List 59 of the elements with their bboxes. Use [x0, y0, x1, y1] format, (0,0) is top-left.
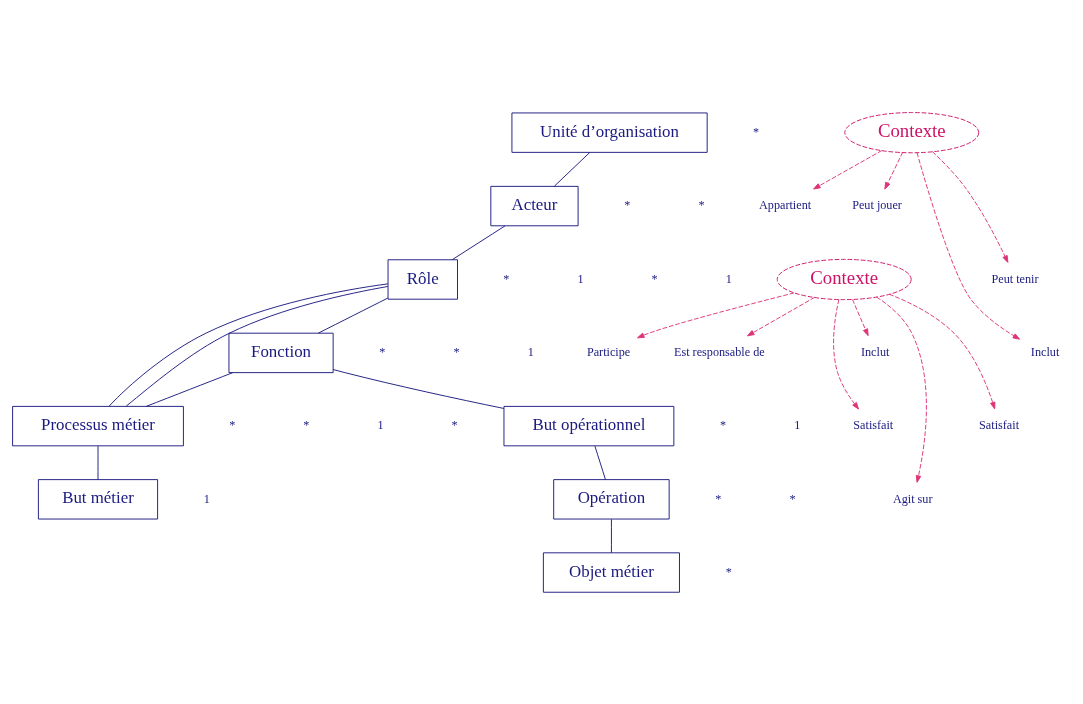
label: *	[698, 197, 705, 212]
node-text: Peut jouer	[852, 197, 902, 212]
node-box: Acteur	[490, 185, 579, 226]
arrow	[876, 296, 927, 483]
label: *	[229, 417, 236, 432]
connector	[97, 445, 99, 480]
node-text: Appartient	[759, 197, 812, 212]
label: 1	[577, 271, 584, 286]
connector	[451, 224, 506, 260]
label: *	[379, 344, 386, 359]
node-box: Opération	[553, 478, 670, 519]
arrow	[833, 298, 860, 409]
arrow	[852, 298, 869, 336]
connector	[610, 518, 612, 553]
arrow	[916, 151, 1021, 340]
label: 1	[725, 271, 732, 286]
label: *	[651, 271, 658, 286]
label: 1	[203, 491, 210, 506]
node-text: Inclut	[860, 344, 890, 359]
node-box: Objet métier	[542, 551, 680, 593]
label: *	[789, 491, 796, 506]
connector	[317, 297, 389, 334]
node-box: Rôle	[387, 258, 458, 300]
label: *	[451, 417, 458, 432]
label: *	[715, 491, 722, 506]
node-text: Inclut	[1030, 344, 1060, 359]
label: *	[624, 197, 631, 212]
arrow	[637, 291, 795, 338]
node-box: Unité d’organisation	[511, 112, 708, 153]
node-box: Fonction	[228, 332, 334, 373]
arrow	[888, 293, 996, 409]
node-text: Satisfait	[853, 417, 894, 432]
label: *	[725, 564, 732, 579]
label: *	[303, 417, 310, 432]
connector	[332, 368, 505, 409]
label: 1	[794, 417, 801, 432]
label: *	[720, 417, 727, 432]
node-ellipse: Contexte	[844, 111, 980, 153]
arrow	[813, 149, 883, 189]
arrow	[931, 150, 1009, 263]
node-text: Participe	[586, 344, 631, 359]
node-box: But opérationnel	[503, 405, 675, 446]
node-text: Est responsable de	[674, 344, 765, 359]
node-box: But métier	[37, 478, 159, 519]
node-box: Processus métier	[12, 405, 184, 446]
connector	[553, 151, 591, 187]
node-ellipse: Contexte	[776, 258, 912, 300]
label: *	[752, 124, 760, 139]
label: *	[453, 344, 460, 359]
connector	[145, 371, 234, 407]
arrow	[747, 296, 816, 336]
arrow	[884, 151, 904, 190]
label: 1	[377, 417, 384, 432]
node-text: Satisfait	[979, 417, 1020, 432]
node-text: Peut tenir	[991, 271, 1039, 286]
node-text: Agit sur	[892, 491, 933, 506]
label: 1	[527, 344, 534, 359]
label: *	[503, 271, 510, 286]
connector	[594, 445, 606, 480]
